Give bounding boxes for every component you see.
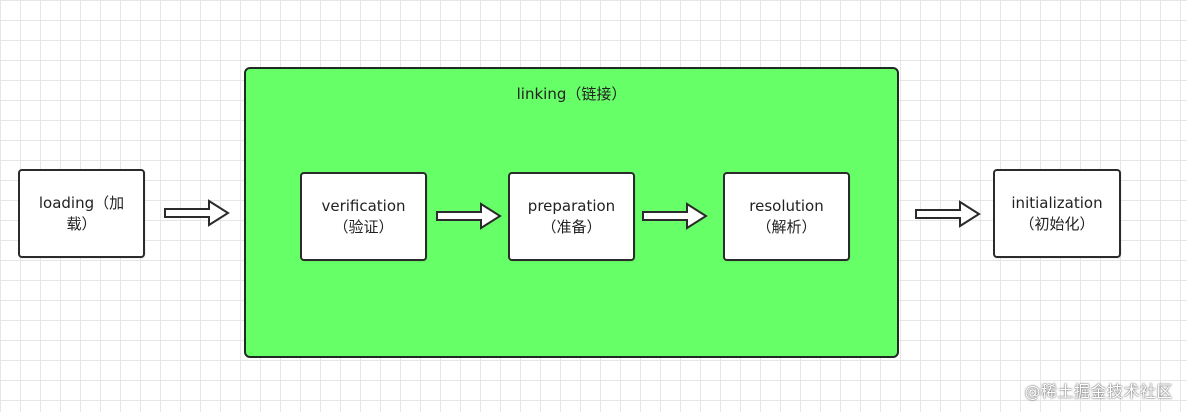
loading-node-label-line1: loading（加 (38, 193, 125, 212)
loading-node-label-line2: 载） (66, 214, 97, 233)
arrow-verification-to-preparation-icon (436, 202, 502, 230)
verification-node-label-line1: verification (321, 196, 406, 215)
preparation-node: preparation （准备） (508, 172, 635, 261)
resolution-node: resolution （解析） (723, 172, 850, 261)
verification-node-label-line2: （验证） (333, 217, 394, 236)
arrow-linking-to-initialization-icon (915, 200, 981, 228)
initialization-node-label-line1: initialization (1011, 193, 1103, 212)
preparation-node-label-line1: preparation (527, 196, 616, 215)
preparation-node-label-line2: （准备） (541, 217, 602, 236)
arrow-loading-to-linking-icon (164, 199, 230, 227)
arrow-preparation-to-resolution-icon (642, 202, 708, 230)
linking-group-title: linking（链接） (516, 85, 627, 103)
watermark: @稀土掘金技术社区 (1024, 382, 1173, 401)
initialization-node: initialization （初始化） (993, 169, 1121, 258)
resolution-node-label-line2: （解析） (756, 217, 817, 236)
initialization-node-label-line2: （初始化） (1019, 214, 1095, 233)
resolution-node-label-line1: resolution (749, 196, 824, 215)
loading-node: loading（加 载） (18, 169, 145, 258)
verification-node: verification （验证） (300, 172, 427, 261)
